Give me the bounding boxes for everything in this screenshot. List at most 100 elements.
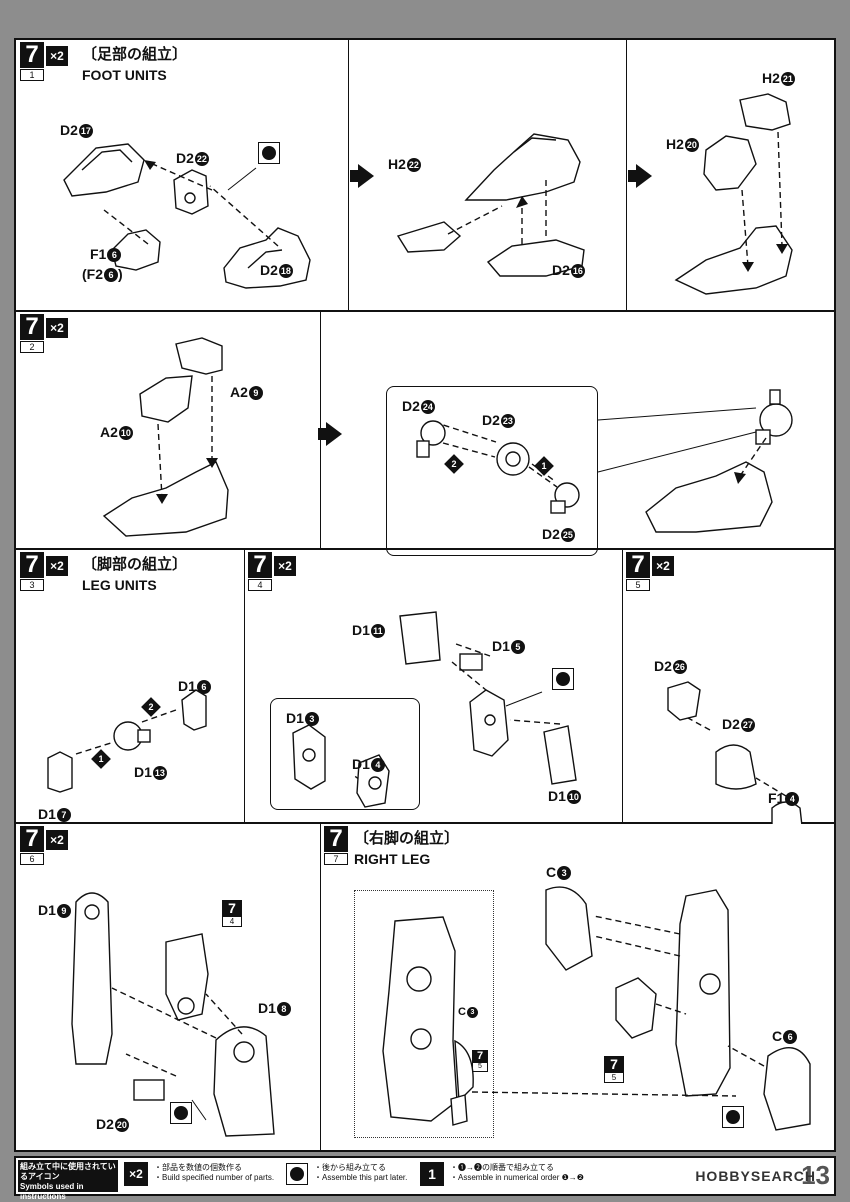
leg-assembly-drawing (71, 886, 811, 1137)
order-1-icon: 1 (91, 749, 111, 769)
row-right-leg: 7 ×2 6 7 7 〔右脚の組立〕 RIGHT LEG (16, 824, 834, 1150)
step-badge-7-7: 7 7 (324, 826, 356, 866)
x2-icon: ×2 (46, 556, 68, 576)
detail-inset (270, 698, 420, 810)
x2-icon: ×2 (652, 556, 674, 576)
detail-inset: 2 1 (386, 386, 598, 556)
step-sub-number: 2 (20, 341, 44, 353)
step-title-en: LEG UNITS (82, 577, 157, 593)
x2-icon: ×2 (46, 830, 68, 850)
divider (320, 824, 321, 1150)
x2-icon: ×2 (274, 556, 296, 576)
assemble-later-icon (722, 1106, 744, 1128)
reference-inset (354, 890, 494, 1138)
step-number: 7 (20, 552, 44, 578)
step-title-en: RIGHT LEG (354, 851, 431, 867)
legend-order-text: ・❶→❷の順番で組み立てる・Assemble in numerical orde… (450, 1163, 584, 1182)
step-sub-number: 7 (324, 853, 348, 865)
step-title-jp: 〔脚部の組立〕 (82, 556, 188, 573)
divider (626, 40, 627, 310)
x2-icon: ×2 (46, 318, 68, 338)
next-arrow-icon (318, 422, 342, 446)
row-foot-units: 7 ×2 1 〔足部の組立〕 FOOT UNITS (16, 40, 834, 312)
step-badge-7-1: 7 ×2 1 (20, 42, 68, 82)
page-number: 13 (801, 1160, 830, 1190)
assemble-later-icon (552, 668, 574, 690)
step-sub-number: 5 (626, 579, 650, 591)
step-title-jp: 〔足部の組立〕 (82, 46, 188, 63)
step-number: 7 (20, 42, 44, 68)
assembled-leg-drawing (382, 916, 474, 1126)
step-title: 〔脚部の組立〕 LEG UNITS (82, 553, 187, 593)
step-title-en: FOOT UNITS (82, 67, 167, 83)
symbol-legend: 組み立て中に使用されているアイコン Symbols used in instru… (14, 1156, 836, 1201)
step-sub-number: 6 (20, 853, 44, 865)
step-title: 〔右脚の組立〕 RIGHT LEG (354, 827, 459, 867)
order-1-icon: 1 (534, 456, 554, 476)
assemble-later-icon (258, 142, 280, 164)
x2-icon: ×2 (46, 46, 68, 66)
assemble-later-icon (170, 1102, 192, 1124)
divider (244, 550, 245, 822)
part-detail-drawing (292, 724, 390, 808)
step-number: 7 (248, 552, 272, 578)
step-badge-7-2: 7 ×2 2 (20, 314, 68, 354)
legend-later-text: ・後から組み立てる・Assemble this part later. (314, 1163, 408, 1182)
order-2-icon: 2 (444, 454, 464, 474)
step-number: 7 (20, 314, 44, 340)
legend-header: 組み立て中に使用されているアイコン Symbols used in instru… (18, 1160, 118, 1201)
watermark: HOBBYSEARCH (695, 1168, 816, 1184)
order-number-icon: 1 (420, 1162, 444, 1186)
step-badge-7-5: 7 ×2 5 (626, 552, 674, 592)
step-sub-number: 3 (20, 579, 44, 591)
step-number: 7 (20, 826, 44, 852)
next-arrow-icon (628, 164, 652, 188)
leg-parts-drawing (47, 611, 803, 824)
row-leg-units: 7 ×2 3 〔脚部の組立〕 LEG UNITS 7 ×2 4 7 ×2 5 (16, 550, 834, 824)
joint-drawing (416, 420, 580, 514)
order-2-icon: 2 (141, 697, 161, 717)
divider (622, 550, 623, 822)
instruction-sheet: 7 ×2 1 〔足部の組立〕 FOOT UNITS (14, 38, 836, 1152)
step-number: 7 (324, 826, 348, 852)
foot-armor-drawing (102, 337, 793, 537)
step-title: 〔足部の組立〕 FOOT UNITS (82, 43, 187, 83)
row-step-7-2: 7 ×2 2 (16, 312, 834, 556)
step-sub-number: 4 (248, 579, 272, 591)
step-title-jp: 〔右脚の組立〕 (354, 830, 460, 847)
next-arrow-icon (350, 164, 374, 188)
step-sub-number: 1 (20, 69, 44, 81)
step-badge-7-6: 7 ×2 6 (20, 826, 68, 866)
foot-parts-drawing (63, 93, 793, 295)
step-number: 7 (626, 552, 650, 578)
